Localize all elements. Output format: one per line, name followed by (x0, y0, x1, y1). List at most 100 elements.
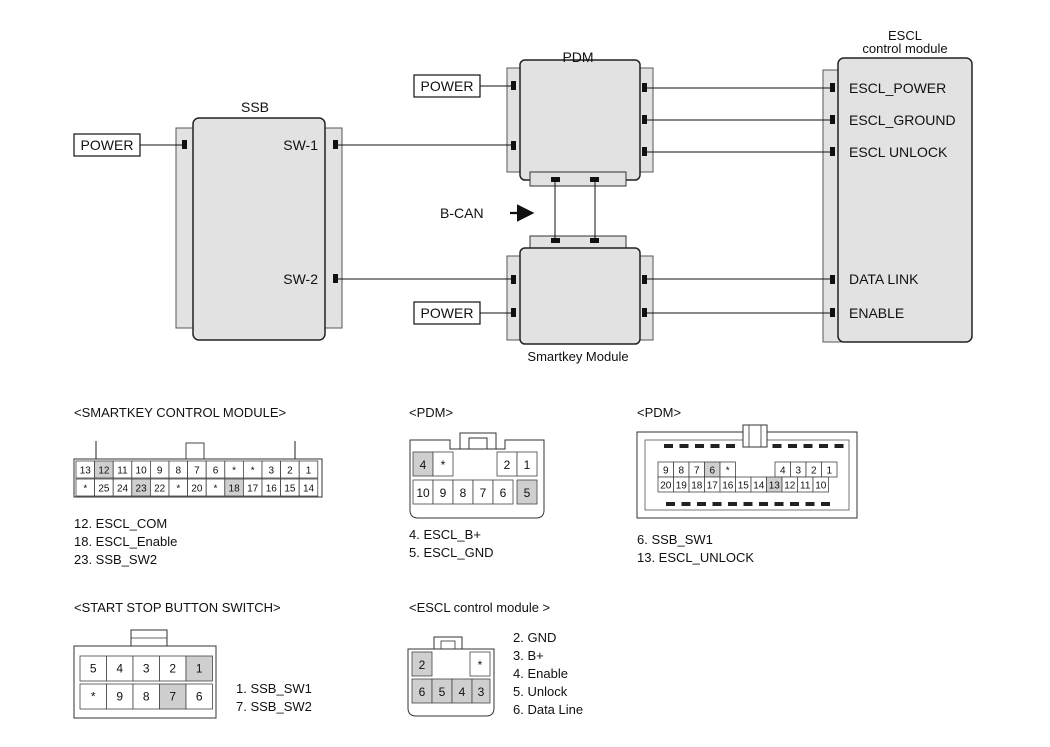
pdm-large-pin-label: 17 (707, 481, 719, 492)
pdm-large-bottom-tooth (743, 502, 753, 506)
smartkey-pin-label: 17 (247, 484, 259, 495)
svg-text:1: 1 (524, 458, 531, 472)
pdm-large-pin-label: 18 (691, 481, 703, 492)
smartkey-pin-label: 8 (176, 466, 182, 477)
svg-text:POWER: POWER (81, 137, 134, 153)
smartkey-pin-label: * (214, 484, 218, 495)
ssb-switch-pin-label: 5 (90, 662, 97, 676)
smartkey-pin-label: 10 (136, 466, 148, 477)
svg-text:4: 4 (459, 685, 466, 699)
smartkey-block: Smartkey Module (506, 235, 654, 364)
smartkey-pin-label: 7 (194, 466, 200, 477)
smartkey-pin-label: 20 (191, 484, 203, 495)
escl-note-5: 6. Data Line (513, 702, 583, 717)
smartkey-pin-label: * (251, 466, 255, 477)
smartkey-pin-label: 14 (303, 484, 315, 495)
smartkey-pin-label: 22 (154, 484, 166, 495)
smartkey-note-1: 12. ESCL_COM (74, 516, 167, 531)
escl-note-3: 4. Enable (513, 666, 568, 681)
smartkey-pin-label: 23 (136, 484, 148, 495)
pdm-large-bottom-tooth (728, 502, 737, 506)
pdm-small-note-2: 5. ESCL_GND (409, 545, 494, 560)
pdm-large-pin-label: 12 (784, 481, 796, 492)
ssb-switch-cell (185, 655, 213, 682)
smartkey-pin-label: 3 (269, 466, 275, 477)
escl-title-2: control module (862, 41, 947, 56)
smartkey-title: Smartkey Module (527, 349, 628, 364)
smartkey-connector-title: <SMARTKEY CONTROL MODULE> (74, 405, 286, 420)
svg-text:5: 5 (524, 486, 531, 500)
pdm-large-pin-label: 19 (676, 481, 688, 492)
pdm-large-bottom-tooth (774, 502, 784, 506)
svg-text:8: 8 (460, 486, 467, 500)
pdm-large-top-tooth (726, 444, 735, 448)
pdm-large-pin-label: 3 (795, 466, 801, 477)
smartkey-pin-label: 25 (98, 484, 110, 495)
smartkey-pin-label: 12 (98, 466, 110, 477)
ssb-switch-pin-label: 8 (143, 690, 150, 704)
pdm-large-pin-label: 7 (694, 466, 700, 477)
svg-text:6: 6 (419, 685, 426, 699)
pdm-large-note-2: 13. ESCL_UNLOCK (637, 550, 754, 565)
pdm-large-pin-label: 15 (738, 481, 750, 492)
ssb-switch-pin-label: 2 (169, 662, 176, 676)
ssb-switch-cell (106, 655, 134, 682)
bcan-link: B-CAN (440, 182, 596, 238)
svg-text:4: 4 (420, 458, 427, 472)
pdm-large-bottom-tooth (759, 502, 768, 506)
pdm-large-pin-label: 16 (722, 481, 734, 492)
svg-text:5: 5 (439, 685, 446, 699)
pdm-large-bottom-tooth (805, 502, 815, 506)
pdm-large-top-tooth (788, 444, 797, 448)
ssb-switch-pin-label: 9 (116, 690, 123, 704)
smartkey-note-2: 18. ESCL_Enable (74, 534, 177, 549)
pdm-large-cell (812, 476, 829, 493)
pdm-large-pin-label: 13 (769, 481, 781, 492)
smartkey-pin-label: * (83, 484, 87, 495)
pdm-large-pin-label: 11 (800, 481, 811, 492)
svg-text:*: * (478, 658, 483, 672)
escl-title-1: ESCL (888, 28, 922, 43)
pdm-large-pin-label: * (726, 466, 730, 477)
svg-text:3: 3 (478, 685, 485, 699)
pdm-large-pin-label: 8 (678, 466, 684, 477)
pdm-large-pin-label: 4 (780, 466, 786, 477)
pdm-large-note-1: 6. SSB_SW1 (637, 532, 713, 547)
svg-text:6: 6 (500, 486, 507, 500)
escl-pin-data-link: DATA LINK (849, 271, 919, 287)
smartkey-cell (298, 478, 319, 497)
escl-pin-power: ESCL_POWER (849, 80, 946, 96)
ssb-title: SSB (241, 99, 269, 115)
smartkey-pin-label: * (176, 484, 180, 495)
svg-text:POWER: POWER (421, 305, 474, 321)
svg-text:9: 9 (440, 486, 447, 500)
smartkey-power-box: POWER (413, 301, 511, 325)
pdm-large-pin-label: 10 (815, 481, 827, 492)
pdm-small-title: <PDM> (409, 405, 453, 420)
pdm-small-connector: <PDM> 4 * 2 1 10 9 8 7 6 5 4. ESCL_B+ 5.… (409, 405, 545, 560)
svg-text:POWER: POWER (421, 78, 474, 94)
pdm-block: PDM (506, 49, 654, 187)
pdm-large-top-tooth (819, 444, 828, 448)
ssb-switch-cell (159, 655, 187, 682)
pdm-large-pin-label: 2 (811, 466, 817, 477)
svg-text:*: * (441, 458, 446, 472)
pdm-large-pin-label: 1 (826, 466, 832, 477)
pdm-large-top-tooth (834, 444, 844, 448)
smartkey-pin-label: 11 (117, 466, 128, 477)
smartkey-pin-label: 9 (157, 466, 163, 477)
pdm-large-top-tooth (710, 444, 720, 448)
ssb-switch-cell (132, 683, 160, 710)
escl-connector-title: <ESCL control module > (409, 600, 550, 615)
escl-pin-enable: ENABLE (849, 305, 904, 321)
ssb-switch-pin-label: 6 (196, 690, 203, 704)
pdm-large-cell (821, 461, 838, 478)
smartkey-pin-label: 16 (266, 484, 278, 495)
ssb-switch-pin-label: 7 (169, 690, 176, 704)
ssb-switch-cell (132, 655, 160, 682)
pdm-large-pin-label: 14 (753, 481, 765, 492)
ssb-switch-cell (159, 683, 187, 710)
pdm-large-bottom-tooth (821, 502, 830, 506)
